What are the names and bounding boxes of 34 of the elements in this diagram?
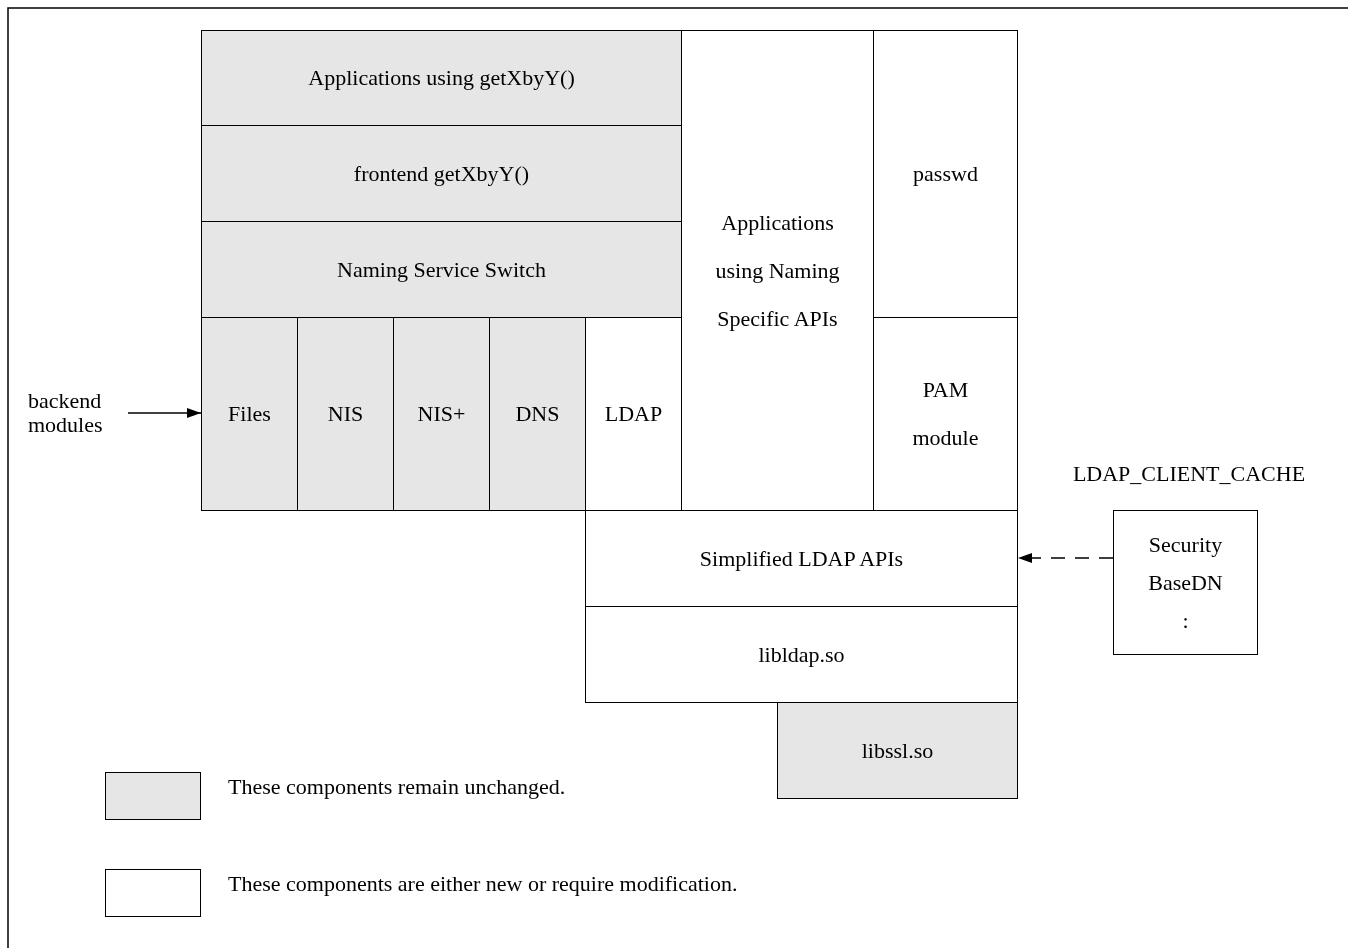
cache-entry: Security: [1148, 530, 1223, 559]
box-label: libldap.so: [758, 641, 845, 668]
box-label: frontend getXbyY(): [353, 160, 530, 187]
box-label: Applications using getXbyY(): [308, 65, 575, 91]
component-box: [201, 317, 298, 511]
box-label: NIS+: [417, 401, 466, 427]
box-label: passwd: [913, 161, 978, 187]
box-label: DNS: [515, 401, 560, 427]
component-box: [393, 317, 490, 511]
arrow: [127, 408, 202, 418]
cache-entry: BaseDN: [1148, 568, 1223, 597]
cache-entry: :: [1182, 606, 1189, 635]
box-label: NIS: [327, 401, 364, 427]
cache-heading: LDAP_CLIENT_CACHE: [1071, 461, 1307, 487]
component-box: [489, 317, 586, 511]
component-box: [585, 510, 1018, 607]
box-label: LDAP: [604, 401, 663, 427]
component-box: [297, 317, 394, 511]
bare-label: backend modules: [28, 389, 104, 437]
component-box: [777, 702, 1018, 799]
box-label: libssl.so: [861, 737, 934, 764]
component-box: [201, 221, 682, 318]
component-box: [201, 30, 682, 126]
arrow: [1017, 553, 1114, 563]
box-label: Applications using Naming Specific APIs: [714, 208, 841, 333]
component-box: [201, 125, 682, 222]
legend-text: These components remain unchanged.: [228, 774, 566, 800]
box-label: PAM module: [911, 376, 980, 452]
component-box: [585, 606, 1018, 703]
box-label: Files: [228, 401, 271, 427]
legend-text: These components are either new or require modification.: [228, 871, 738, 897]
component-box: [873, 30, 1018, 318]
box-label: Simplified LDAP APIs: [699, 545, 904, 572]
box-label: Naming Service Switch: [337, 256, 546, 283]
